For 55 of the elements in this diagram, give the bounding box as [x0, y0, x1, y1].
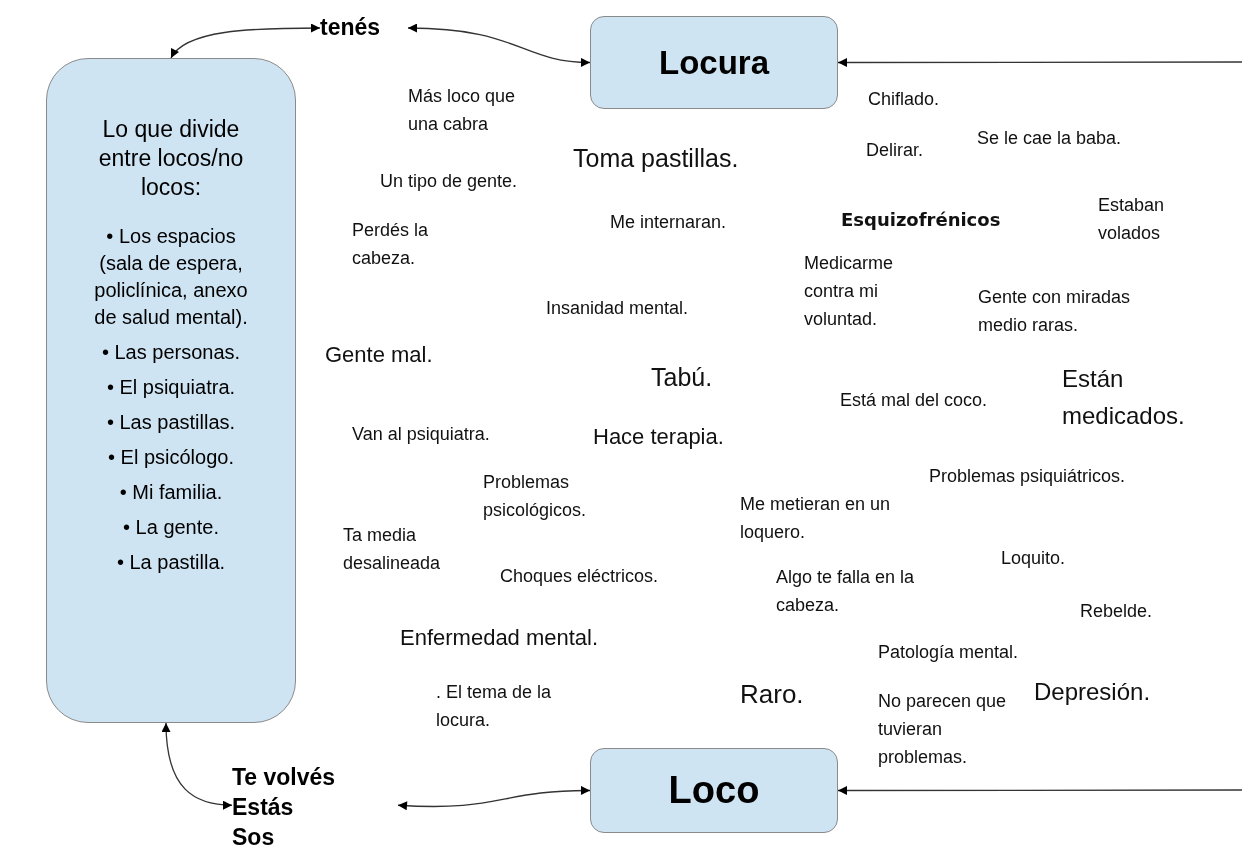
text-label: Ta media desalineada [343, 524, 442, 575]
text-label: Problemas psicológicos. [483, 471, 588, 522]
bullet-item: • El psiquiatra. [105, 375, 237, 400]
arrow [837, 58, 1242, 67]
bullet-item: • La gente. [122, 515, 220, 540]
bullet-item: • Los espacios (sala de espera, policlínica, anexo de salud mental). [93, 224, 249, 330]
text-label: Se le cae la baba. [977, 127, 1122, 150]
bullet-item: • La pastilla. [115, 550, 227, 575]
bold-word: tenés [320, 13, 381, 42]
text-label: Raro. [740, 678, 804, 711]
text-label: Están medicados. [1062, 364, 1186, 432]
text-label: Me metieran en un loquero. [740, 493, 892, 544]
text-label: Estaban volados [1098, 194, 1166, 245]
bold-word: Te volvés [232, 763, 336, 792]
arrow [397, 786, 591, 811]
bullet-item: • Mi familia. [118, 480, 224, 505]
text-label: No parecen que tuvieran problemas. [878, 690, 1008, 769]
arrow [170, 23, 321, 59]
text-label: Choques eléctricos. [500, 565, 659, 588]
text-label: Chiflado. [868, 88, 940, 111]
bullet-item: • El psicólogo. [107, 445, 235, 470]
arrow [161, 722, 233, 810]
text-label: Patología mental. [878, 641, 1019, 664]
text-label: Toma pastillas. [573, 143, 739, 174]
box-heading: Lo que divide entre locos/no locos: [97, 115, 245, 202]
text-label: Delirar. [866, 139, 923, 162]
text-label: Medicarme contra mi voluntad. [804, 252, 895, 331]
text-label: Gente con miradas medio raras. [978, 286, 1132, 337]
text-label: Algo te falla en la cabeza. [776, 566, 916, 617]
arrow [837, 786, 1242, 795]
text-label: Perdés la cabeza. [352, 219, 430, 270]
text-label: Gente mal. [325, 341, 433, 369]
text-label: Un tipo de gente. [380, 170, 518, 193]
bold-word: Sos [232, 823, 275, 852]
text-label: Van al psiquiatra. [352, 423, 490, 446]
rounded-box [46, 58, 296, 723]
text-label: Problemas psiquiátricos. [929, 465, 1126, 488]
text-label: Rebelde. [1080, 600, 1153, 623]
text-label: . El tema de la locura. [436, 681, 553, 732]
text-label: Más loco que una cabra [408, 85, 517, 136]
bold-word: Estás [232, 793, 294, 822]
bullet-item: • Las pastillas. [105, 410, 237, 435]
text-label: Está mal del coco. [840, 389, 988, 412]
rounded-box: Locura [590, 16, 838, 109]
text-label: Me internaran. [610, 211, 727, 234]
rounded-box: Loco [590, 748, 838, 833]
text-label: Loquito. [1001, 547, 1066, 570]
text-label: Enfermedad mental. [400, 624, 599, 652]
text-label: Hace terapia. [593, 423, 724, 451]
text-label: Tabú. [651, 362, 713, 393]
arrow [407, 23, 591, 67]
bullet-item: • Las personas. [100, 340, 242, 365]
text-label: Insanidad mental. [546, 297, 689, 320]
text-label: Esquizofrénicos [841, 208, 1001, 232]
text-label: Depresión. [1034, 677, 1151, 707]
